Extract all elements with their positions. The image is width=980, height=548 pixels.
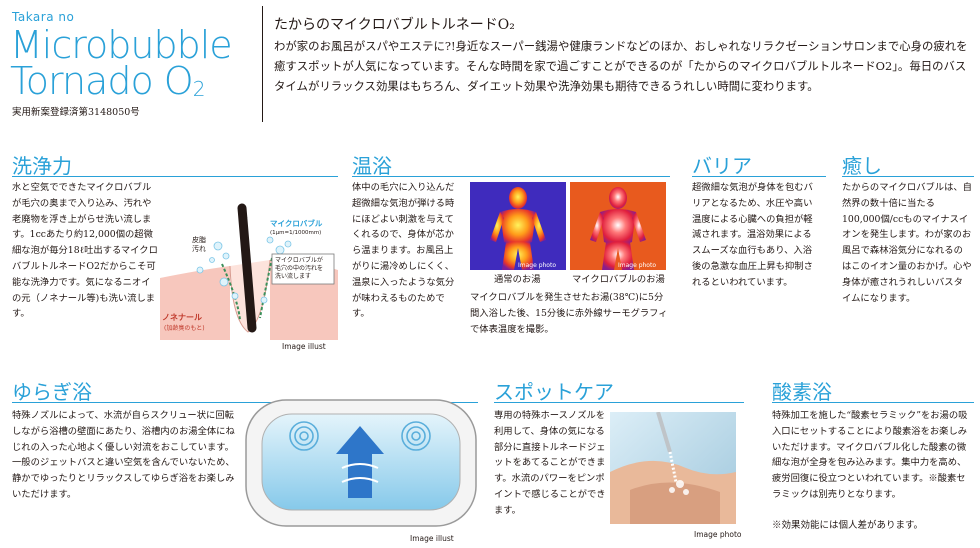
pore-bubble-size: (1μm=1/1000mm) [270, 230, 322, 236]
pore-illustration [160, 203, 338, 340]
barrier-rule [692, 176, 826, 177]
brand-small-label: Takara no [12, 10, 75, 24]
spot-title: スポットケア [494, 380, 614, 404]
intro-headline: たからのマイクロバブルトルネードO₂ [274, 17, 515, 33]
spot-text: 専用の特殊ホースノズルを利用して、身体の気になる部分に直接トルネードジェットをあ… [494, 410, 606, 516]
barrier-title: バリア [692, 154, 752, 178]
swing-text: 特殊ノズルによって、水流が自らスクリュー状に回転しながら浴槽の壁面にあたり、浴槽… [12, 410, 235, 500]
healing-text: たからのマイクロバブルは、自然界の数十倍に当たる100,000個/ccものマイナ… [842, 182, 972, 304]
header-divider [262, 6, 263, 122]
intro-text: わが家のお風呂がスパやエステに?!身近なスーパー銭湯や健康ランドなどのほか、おし… [274, 39, 968, 93]
brand-title-subscript: 2 [192, 77, 206, 101]
thermo-caption-micro: マイクロバブルのお湯 [572, 274, 665, 285]
oxygen-rule [772, 402, 974, 403]
thermo-caption-text: マイクロバブルを発生させたお湯(38℃)に5分間入浴した後、15分後に赤外線サー… [470, 292, 668, 335]
spot-rule [494, 402, 744, 403]
swing-rule [12, 402, 478, 403]
pore-hair-label: 毛 [240, 211, 248, 220]
cleaning-rule [12, 176, 338, 177]
cleaning-text: 水と空気でできたマイクロバブルが毛穴の奥まで入り込み、汚れや老廃物を浮き上がらせ… [12, 182, 158, 320]
patent-number: 実用新案登録済第3148050号 [12, 107, 140, 118]
swing-caption: Image illust [410, 534, 454, 543]
swing-title: ゆらぎ浴 [12, 380, 92, 404]
healing-rule [842, 176, 974, 177]
brand-title-line2: Tornado O2 [10, 59, 206, 108]
pore-nonenal-note: (加齢臭のもと) [164, 325, 205, 332]
oxygen-text: 特殊加工を施した“酸素セラミック”をお湯の吸入口にセットすることにより酸素浴をお… [772, 410, 968, 500]
oxygen-title: 酸素浴 [772, 380, 832, 404]
warm-title: 温浴 [352, 154, 392, 178]
pore-sebum-label: 皮脂 汚れ [192, 236, 206, 253]
thermo-normal-label: Image photo [518, 262, 557, 269]
thermo-micro-label: Image photo [618, 262, 657, 269]
bathtub-illustration [245, 399, 477, 527]
warm-rule [352, 176, 670, 177]
thermo-caption-normal: 通常のお湯 [494, 274, 541, 285]
cleaning-caption: Image illust [282, 342, 326, 351]
healing-title: 癒し [842, 154, 882, 178]
pore-bubble-label: マイクロバブル [270, 219, 323, 228]
barrier-text: 超微細な気泡が身体を包むバリアとなるため、水圧や高い温度による心臓への負担が軽減… [692, 182, 813, 288]
brand-title-line1: Microbubble [10, 23, 233, 67]
cleaning-title: 洗浄力 [12, 154, 72, 178]
pore-callout: マイクロバブルが 毛穴の中の汚れを 洗い流します [275, 257, 324, 280]
oxygen-note: ※効果効能には個人差があります。 [772, 520, 924, 531]
spot-photo [610, 412, 736, 524]
warm-text: 体中の毛穴に入り込んだ超微細な気泡が弾ける時にほどよい刺激を与えてくれるので、身… [352, 182, 455, 320]
thermo-photo-micro [570, 182, 666, 270]
pore-nonenal-label: ノネナール [162, 313, 202, 322]
thermo-photo-normal [470, 182, 566, 270]
spot-caption: Image photo [694, 530, 742, 539]
brand-title-line2-text: Tornado O [10, 59, 194, 103]
